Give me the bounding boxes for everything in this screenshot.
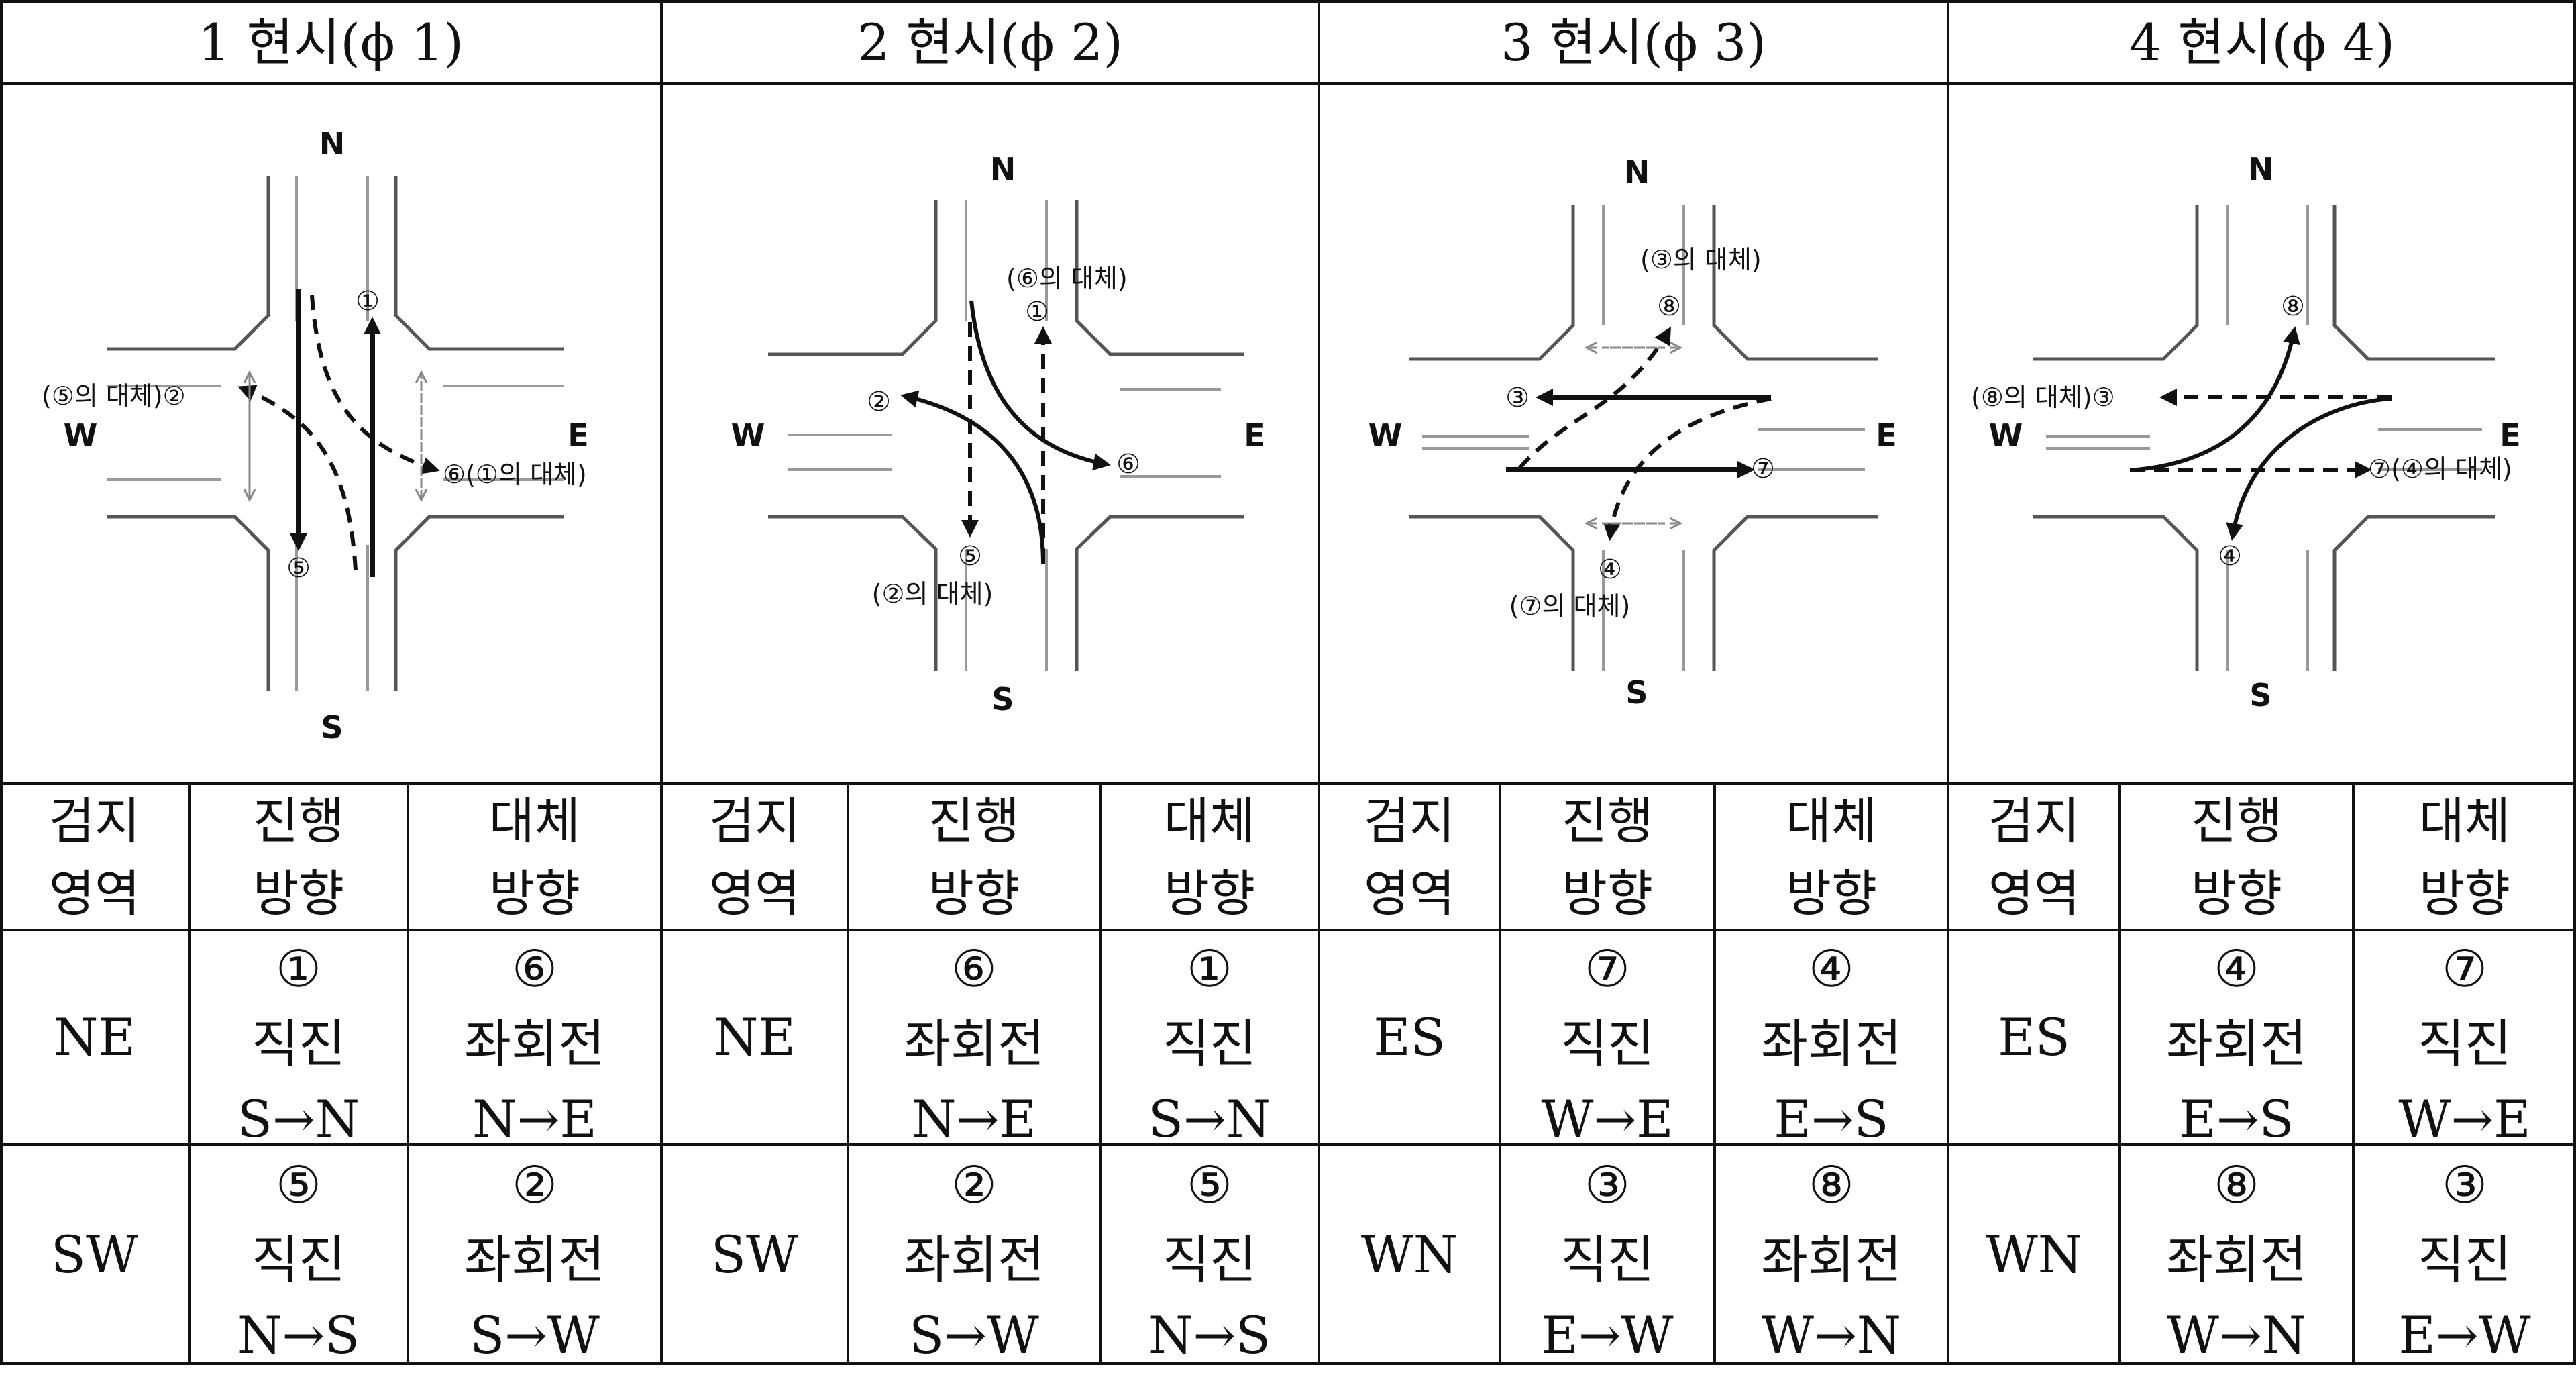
phase-1-label-5: ⑤ (286, 553, 311, 584)
p1-proceed-label: 진행방향 (189, 785, 408, 930)
phase-3-east: E (1876, 417, 1896, 454)
phase-2-label-1: ① (1025, 297, 1049, 327)
p1-alternate-label: 대체방향 (408, 785, 661, 930)
phase-1-west: W (64, 417, 98, 454)
p3-r2-area: WN (1319, 1217, 1500, 1292)
p3-r1-proceed: ⑦직진W→E (1500, 931, 1715, 1157)
phase-1-north: N (319, 125, 345, 162)
phase-1-east: E (568, 417, 588, 454)
phase-4-label-7: ⑦(④의 대체) (2368, 454, 2512, 484)
phase-2-label-6: ⑥ (1116, 449, 1140, 480)
p1-r1-alternate: ⑥좌회전N→E (408, 931, 661, 1157)
intersection-diagrams: N S W E ① ⑤ (⑤의 대체)② ⑥(①의 대체) (0, 0, 2576, 784)
p4-alternate-label: 대체방향 (2353, 785, 2576, 930)
phase-3-label-3: ③ (1505, 383, 1529, 413)
p3-r1-area: ES (1319, 1000, 1500, 1075)
phase-3-label-4: ④ (1598, 554, 1622, 585)
phase-3-label-note-3: (③의 대체) (1640, 245, 1762, 274)
p3-alternate-label: 대체방향 (1715, 785, 1948, 930)
phase-1-label-6: ⑥(①의 대체) (443, 460, 587, 489)
p3-detect-label: 검지영역 (1319, 785, 1500, 930)
p4-r1-area: ES (1948, 1000, 2120, 1075)
p1-detect-label: 검지영역 (0, 785, 189, 930)
p2-r1-proceed: ⑥좌회전N→E (848, 931, 1100, 1157)
p3-r2-alternate: ⑧좌회전W→N (1715, 1148, 1948, 1373)
p4-proceed-label: 진행방향 (2120, 785, 2353, 930)
p4-r1-alternate: ⑦직진W→E (2353, 931, 2576, 1157)
phase-2-label-5: ⑤ (958, 541, 982, 572)
phase-4-east: E (2500, 417, 2520, 454)
p2-r2-area: SW (661, 1217, 848, 1292)
phase-4-diagram: N S W E ⑧ (⑧의 대체)③ ⑦(④의 대체) ④ (1971, 151, 2521, 713)
p4-r2-proceed: ⑧좌회전W→N (2120, 1148, 2353, 1373)
p1-r1-area: NE (0, 1000, 189, 1075)
phase-2-label-note-5: (②의 대체) (872, 579, 994, 609)
p4-r2-area: WN (1948, 1217, 2120, 1292)
phase-2-north: N (990, 151, 1016, 187)
p1-r2-area: SW (0, 1217, 189, 1292)
phase-2-label-note-1: (⑥의 대체) (1006, 264, 1128, 293)
p2-proceed-label: 진행방향 (848, 785, 1100, 930)
phase-2-west: W (731, 417, 765, 454)
phase-1-south: S (321, 709, 343, 746)
phase-4-south: S (2249, 677, 2271, 713)
phase-3-west: W (1368, 417, 1403, 454)
phase-3-south: S (1625, 674, 1648, 711)
p2-r1-area: NE (661, 1000, 848, 1075)
p2-r2-alternate: ⑤직진N→S (1100, 1148, 1319, 1373)
p4-r2-alternate: ③직진E→W (2353, 1148, 2576, 1373)
phase-3-diagram: N S W E (③의 대체) ⑧ ③ ⑦ ④ (⑦의 대체) (1368, 154, 1897, 711)
phase-2-south: S (991, 681, 1014, 717)
p3-r1-alternate: ④좌회전E→S (1715, 931, 1948, 1157)
phase-2-diagram: N S W E (⑥의 대체) ① ② ⑥ ⑤ (②의 대체) (731, 151, 1265, 717)
phase-3-label-8: ⑧ (1657, 291, 1681, 322)
p1-r2-alternate: ②좌회전S→W (408, 1148, 661, 1373)
phase-1-diagram: N S W E ① ⑤ (⑤의 대체)② ⑥(①의 대체) (42, 125, 589, 746)
p2-r2-proceed: ②좌회전S→W (848, 1148, 1100, 1373)
p4-detect-label: 검지영역 (1948, 785, 2120, 930)
p2-alternate-label: 대체방향 (1100, 785, 1319, 930)
p4-r1-proceed: ④좌회전E→S (2120, 931, 2353, 1157)
phase-4-label-4: ④ (2218, 541, 2242, 572)
phase-4-north: N (2248, 151, 2274, 187)
phase-4-label-8: ⑧ (2281, 291, 2305, 322)
phase-1-label-1: ① (356, 286, 380, 317)
p1-r2-proceed: ⑤직진N→S (189, 1148, 408, 1373)
p3-r2-proceed: ③직진E→W (1500, 1148, 1715, 1373)
p2-r1-alternate: ①직진S→N (1100, 931, 1319, 1157)
phase-3-north: N (1624, 154, 1650, 190)
p1-r1-proceed: ①직진S→N (189, 931, 408, 1157)
phase-4-label-3: (⑧의 대체)③ (1971, 383, 2115, 412)
phase-3-label-note-7: (⑦의 대체) (1509, 591, 1631, 621)
p3-proceed-label: 진행방향 (1500, 785, 1715, 930)
phase-4-west: W (1989, 417, 2023, 454)
p2-detect-label: 검지영역 (661, 785, 848, 930)
phase-2-label-2: ② (867, 387, 891, 417)
phase-2-east: E (1244, 417, 1265, 454)
phase-3-label-7: ⑦ (1751, 454, 1775, 485)
phase-1-label-2: (⑤의 대체)② (42, 381, 186, 411)
